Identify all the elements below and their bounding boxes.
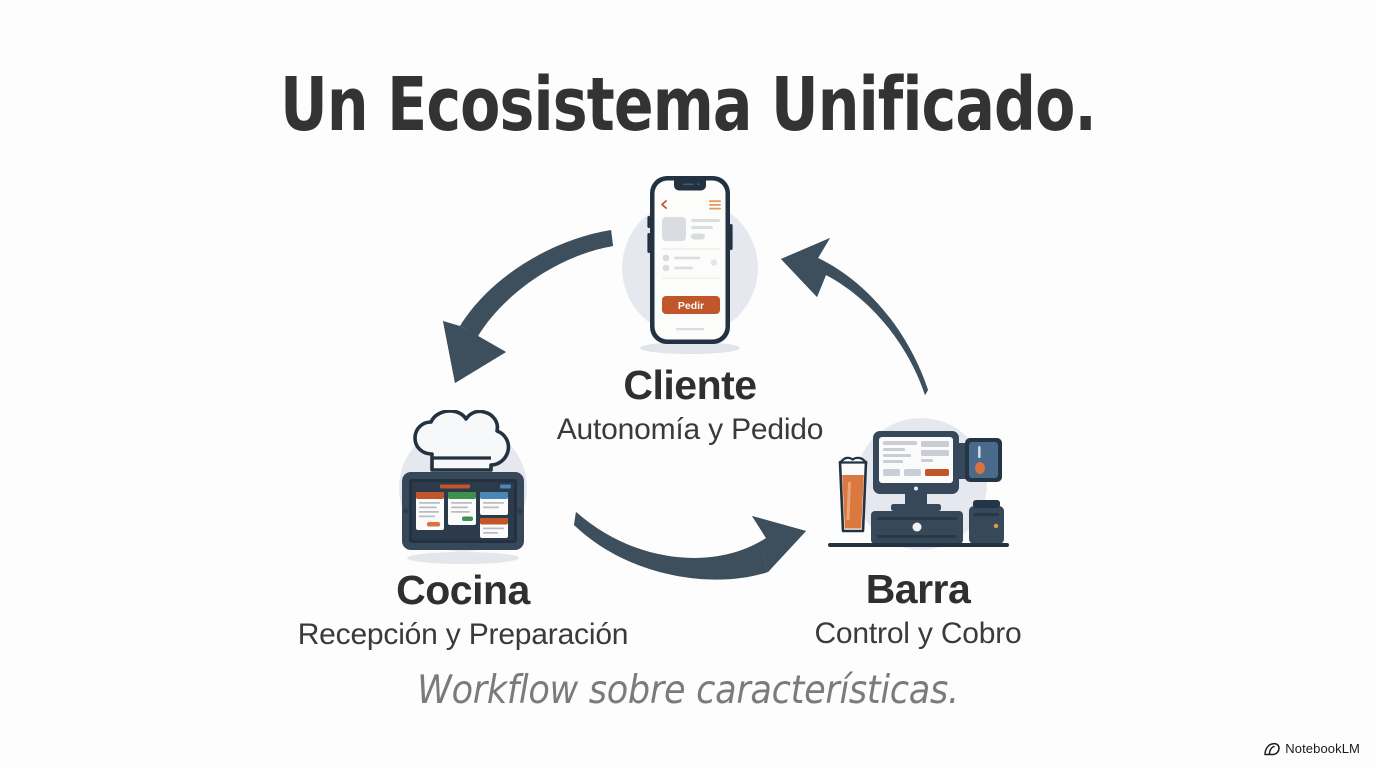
node-barra-title: Barra (865, 566, 971, 612)
node-cliente-subtitle: Autonomía y Pedido (556, 413, 824, 446)
notebooklm-label: NotebookLM (1285, 741, 1360, 756)
cash-drawer-icon (870, 511, 963, 544)
node-cliente: Pedir Cliente Autonomía y Pedido (468, 170, 912, 450)
kds-card (416, 492, 444, 530)
chef-hat-icon (413, 409, 511, 472)
node-cocina-title: Cocina (396, 567, 530, 613)
notebooklm-watermark: NotebookLM (1264, 741, 1360, 756)
kds-card (480, 518, 508, 538)
chef-hat-tablet-kds-icon (399, 409, 527, 564)
pos-terminal-icon (827, 418, 1009, 550)
barra-illustration (826, 412, 1011, 564)
receipt-printer-icon (968, 500, 1004, 544)
cocina-illustration (383, 409, 543, 565)
kds-card (480, 492, 508, 515)
pos-monitor-icon (872, 431, 959, 511)
cliente-illustration: Pedir (610, 170, 770, 360)
node-barra-subtitle: Control y Cobro (814, 617, 1022, 650)
page-title: Un Ecosistema Unificado. (280, 62, 1097, 148)
slide-caption: Workflow sobre características. (417, 668, 959, 713)
smartphone-app-icon: Pedir (622, 176, 758, 354)
kds-card (448, 492, 476, 525)
notebooklm-logo-icon (1264, 742, 1281, 755)
card-reader-icon (954, 438, 1002, 482)
phone-cta-label: Pedir (678, 300, 704, 312)
node-barra: Barra Control y Cobro (696, 412, 1140, 654)
beer-glass-icon (838, 456, 868, 533)
node-cliente-title: Cliente (623, 362, 757, 408)
node-cocina: Cocina Recepción y Preparación (241, 409, 685, 655)
node-cocina-subtitle: Recepción y Preparación (297, 618, 629, 651)
